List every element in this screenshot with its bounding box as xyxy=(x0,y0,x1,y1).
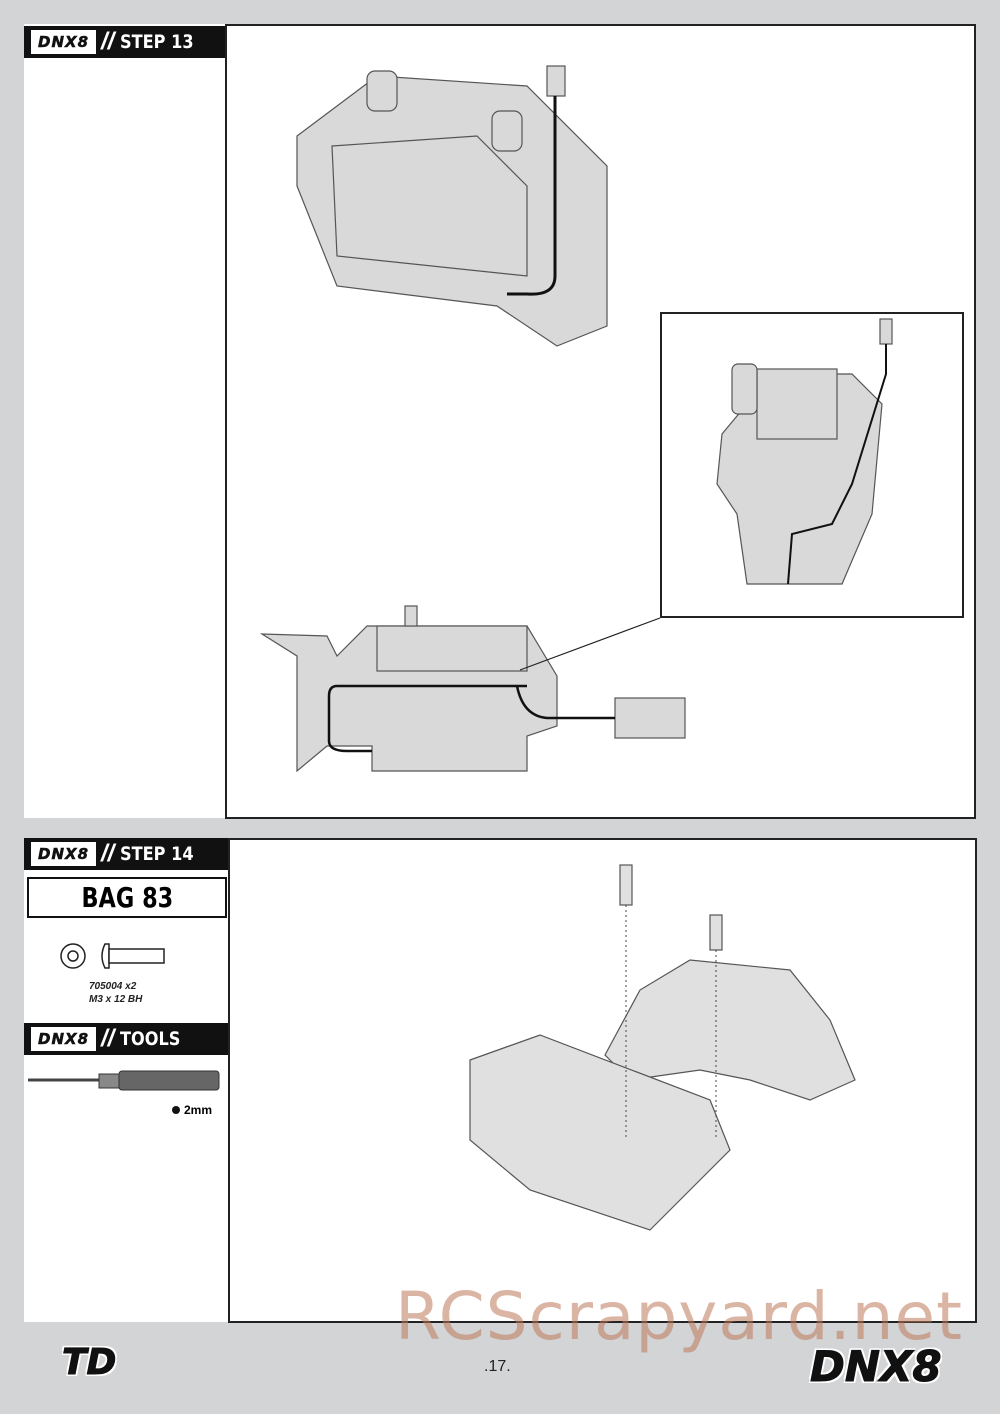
page-number: .17. xyxy=(484,1358,511,1375)
dnx8-footer-logo: DNX8 xyxy=(810,1342,943,1392)
tool-size-label: 2mm xyxy=(184,1103,213,1117)
watermark: RCScrapyard.net xyxy=(395,1278,963,1355)
part-description: M3 x 12 BH xyxy=(89,994,143,1005)
td-logo: TD xyxy=(61,1342,117,1384)
servo-assembly-illustration xyxy=(469,864,856,1231)
callout-lines xyxy=(519,617,661,671)
tool-size: 2mm xyxy=(172,1103,212,1117)
detail-inset xyxy=(660,312,964,618)
dnx8-logo: DNX8 xyxy=(30,30,97,54)
step13-title: STEP 13 xyxy=(120,31,194,53)
part-number: 705004 x2 xyxy=(89,981,137,992)
tools-title: TOOLS xyxy=(120,1028,181,1050)
bag-label: BAG 83 xyxy=(27,877,227,918)
screw-icon xyxy=(60,943,165,969)
bag-number: BAG 83 xyxy=(81,881,173,914)
tools-header: DNX8 // TOOLS xyxy=(24,1023,228,1055)
slash-divider: // xyxy=(101,840,115,867)
step13-header: DNX8 // STEP 13 xyxy=(24,26,226,58)
servo-mount-illustration xyxy=(259,65,686,773)
hex-driver-icon xyxy=(28,1070,220,1091)
dnx8-logo: DNX8 xyxy=(30,842,97,866)
part-info: 705004 x2 M3 x 12 BH xyxy=(89,980,142,1006)
slash-divider: // xyxy=(101,1025,115,1052)
step13-sidebar xyxy=(24,24,226,818)
step14-header: DNX8 // STEP 14 xyxy=(24,838,228,870)
hex-bullet-icon xyxy=(172,1106,180,1114)
servo-detail-illustration xyxy=(716,318,893,585)
step14-title: STEP 14 xyxy=(120,843,194,865)
dnx8-logo: DNX8 xyxy=(30,1027,97,1051)
step14-illustration-panel xyxy=(228,838,977,1323)
slash-divider: // xyxy=(101,28,115,55)
